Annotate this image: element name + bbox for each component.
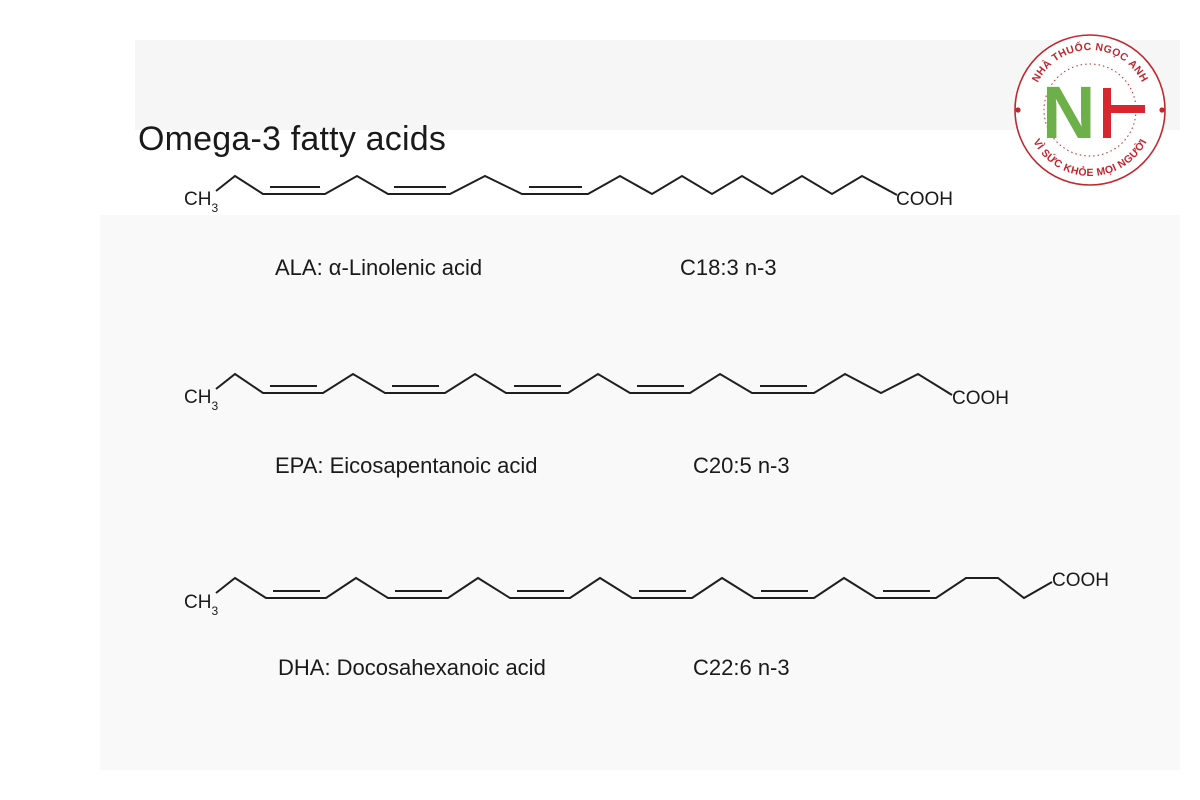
- background-panel-main: [100, 215, 1180, 770]
- logo-background: [1014, 34, 1166, 186]
- pharmacy-logo: NHÀ THUỐC NGỌC ANH VÌ SỨC KHỎE MỌI NGƯỜI…: [1014, 34, 1166, 186]
- ala-methyl-group: CH3: [184, 189, 218, 215]
- ala-formula: C18:3 n-3: [680, 255, 777, 280]
- background-panel-top: [135, 40, 1180, 130]
- logo-letter-n: N: [1042, 71, 1095, 154]
- molecule-epa: CH3 COOH EPA: Eicosapentanoic acid C20:5…: [184, 372, 1009, 478]
- epa-carboxyl-group: COOH: [952, 388, 1009, 409]
- epa-methyl-group: CH3: [184, 387, 218, 413]
- molecule-ala: CH3 COOH ALA: α-Linolenic acid C18:3 n-3: [184, 174, 953, 280]
- epa-formula: C20:5 n-3: [693, 453, 790, 478]
- dha-carbon-chain: [215, 576, 1053, 600]
- diagram-title: Omega-3 fatty acids: [138, 120, 446, 158]
- ala-carbon-chain: [215, 174, 898, 196]
- logo-cross-icon: [1103, 88, 1145, 138]
- molecule-dha: CH3 COOH DHA: Docosahexanoic acid C22:6 …: [184, 570, 1109, 680]
- ala-name: ALA: α-Linolenic acid: [275, 255, 482, 280]
- logo-dot-left: [1015, 107, 1021, 113]
- dha-methyl-group: CH3: [184, 592, 218, 618]
- dha-carboxyl-group: COOH: [1052, 570, 1109, 591]
- dha-name: DHA: Docosahexanoic acid: [278, 655, 546, 680]
- epa-carbon-chain: [215, 372, 953, 396]
- logo-dot-right: [1159, 107, 1165, 113]
- epa-name: EPA: Eicosapentanoic acid: [275, 453, 538, 478]
- dha-formula: C22:6 n-3: [693, 655, 790, 680]
- ala-carboxyl-group: COOH: [896, 189, 953, 210]
- logo-outer-ring: [1014, 34, 1166, 186]
